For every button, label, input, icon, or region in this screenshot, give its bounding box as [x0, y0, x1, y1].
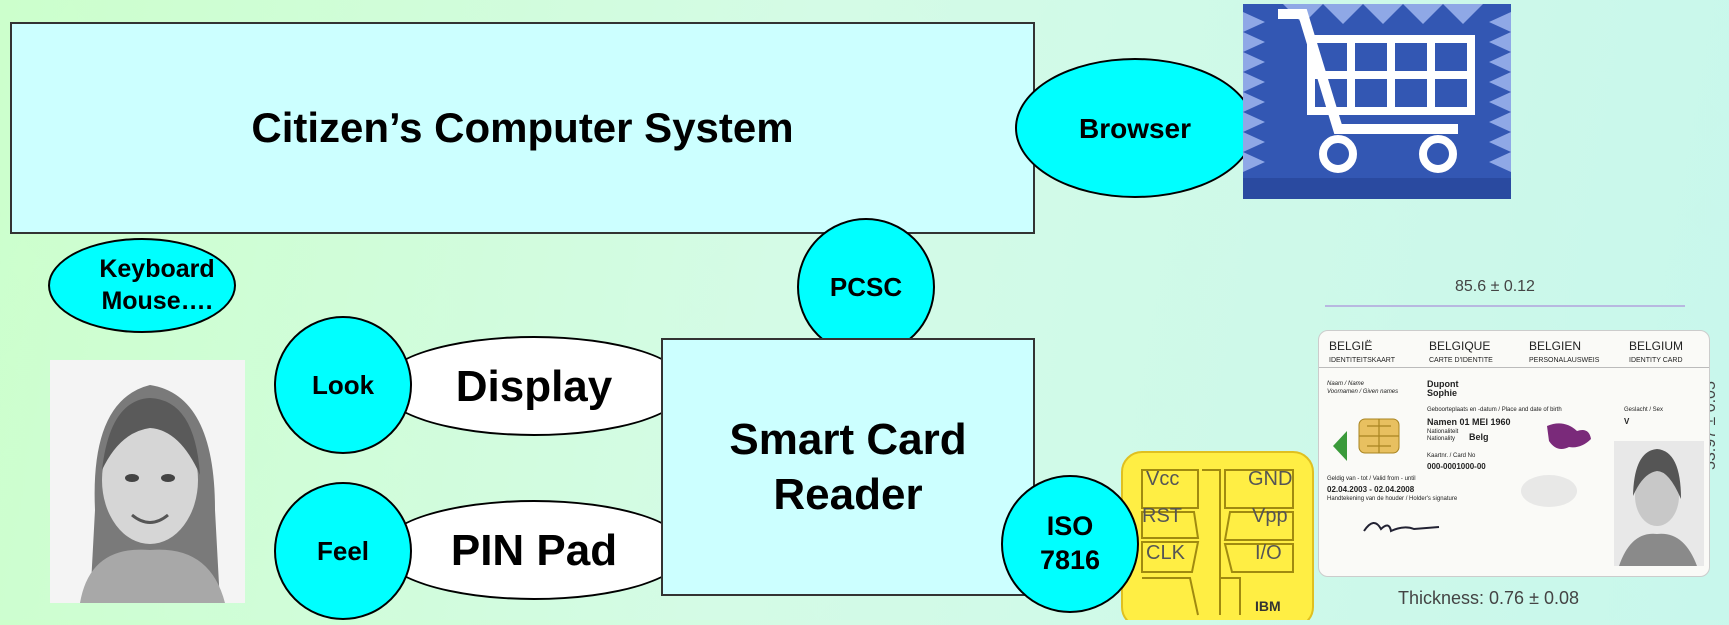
card-header-nl: BELGIË	[1329, 339, 1373, 353]
pin-pad-label: PIN Pad	[450, 525, 618, 575]
card-width-arrow	[1325, 305, 1685, 307]
belgium-map-icon	[1547, 423, 1591, 449]
card-nat-value: Belg	[1469, 432, 1489, 442]
display-ellipse: Display	[380, 336, 688, 436]
card-valid-value: 02.04.2003 - 02.04.2008	[1327, 485, 1415, 494]
card-arrow-icon	[1333, 431, 1347, 461]
keyboard-mouse-label: Keyboard Mouse….	[99, 255, 215, 315]
smart-card-reader-label: Smart Card Reader	[729, 415, 967, 519]
card-signature	[1363, 522, 1440, 533]
card-cardno-value: 000-0001000-00	[1427, 462, 1486, 471]
card-header-en: BELGIUM	[1629, 339, 1684, 353]
pcsc-label: PCSC	[829, 271, 903, 302]
citizen-computer-system-box: Citizen’s Computer System	[10, 22, 1035, 234]
card-width-dimension: 85.6 ± 0.12	[1455, 278, 1535, 295]
pcsc-circle: PCSC	[797, 218, 935, 356]
card-name-label: Naam / Name	[1327, 381, 1365, 387]
look-circle: Look	[274, 316, 412, 454]
chip-contact-vpp: Vpp	[1252, 505, 1288, 527]
card-sub-en: IDENTITY CARD	[1629, 357, 1683, 364]
card-header-fr: BELGIQUE	[1429, 339, 1491, 353]
card-given: Sophie	[1427, 388, 1458, 398]
chip-contacts-image: Vcc RST CLK GND Vpp I/O IBM	[1120, 450, 1315, 625]
card-sub-de: PERSONALAUSWEIS	[1529, 357, 1600, 364]
card-cardno-label: Kaartnr. / Card No	[1427, 453, 1476, 459]
feel-circle: Feel	[274, 482, 412, 620]
card-header-de: BELGIEN	[1529, 339, 1582, 353]
card-sex-label: Geslacht / Sex	[1624, 407, 1664, 413]
chip-contact-clk: CLK	[1146, 542, 1185, 564]
iso7816-circle: ISO 7816	[1001, 475, 1139, 613]
shopping-cart-icon	[1243, 4, 1511, 199]
card-birth-value: Namen 01 MEI 1960	[1427, 417, 1511, 427]
card-sub-fr: CARTE D'IDENTITE	[1429, 357, 1493, 364]
card-surname: Dupont	[1427, 379, 1459, 389]
card-nat-label: Nationaliteit Nationality	[1427, 429, 1459, 443]
card-sex-value: V	[1624, 417, 1630, 426]
feel-label: Feel	[316, 535, 370, 566]
card-sig-label: Handtekening van de houder / Holder's si…	[1327, 496, 1458, 502]
chip-brand: IBM	[1255, 598, 1281, 614]
display-label: Display	[455, 361, 613, 411]
chip-contact-rst: RST	[1142, 505, 1182, 527]
belgian-id-card: BELGIË BELGIQUE BELGIEN BELGIUM IDENTITE…	[1318, 330, 1710, 577]
chip-contact-vcc: Vcc	[1146, 468, 1180, 490]
chip-contact-gnd: GND	[1248, 468, 1293, 490]
card-given-label: Voornamen / Given names	[1327, 389, 1399, 395]
pin-pad-ellipse: PIN Pad	[380, 500, 688, 600]
browser-label: Browser	[1078, 112, 1192, 144]
card-thickness: Thickness: 0.76 ± 0.08	[1398, 588, 1579, 608]
card-birth-label: Geboorteplaats en -datum / Place and dat…	[1427, 407, 1562, 413]
keyboard-mouse-ellipse: Keyboard Mouse….	[48, 238, 236, 333]
card-sub-nl: IDENTITEITSKAART	[1329, 357, 1395, 364]
smart-card-reader-box: Smart Card Reader	[661, 338, 1035, 596]
card-divider	[1319, 367, 1709, 368]
iso7816-label: ISO 7816	[1039, 511, 1101, 575]
chip-contact-io: I/O	[1255, 542, 1282, 564]
citizen-computer-system-label: Citizen’s Computer System	[251, 104, 794, 151]
card-valid-label: Geldig van - tot / Valid from - until	[1327, 476, 1416, 482]
citizen-photo	[50, 360, 245, 603]
browser-ellipse: Browser	[1015, 58, 1255, 198]
look-label: Look	[311, 369, 375, 400]
